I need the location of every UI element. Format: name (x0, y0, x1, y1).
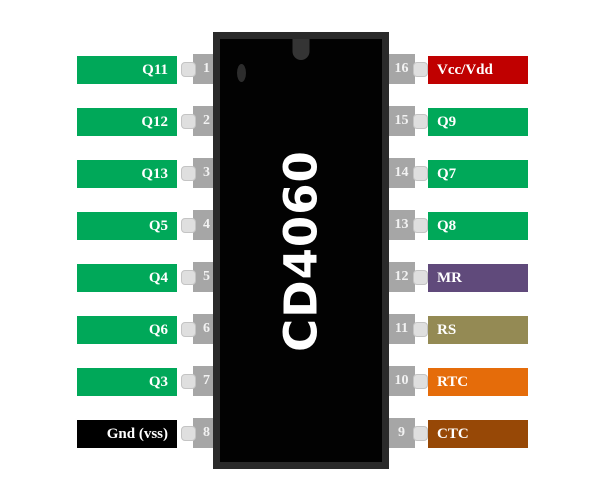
ic-body: CD4060 (213, 32, 389, 469)
pin-number-pad: 13 (388, 210, 415, 240)
pin-label: Q7 (428, 160, 528, 188)
pin-label: RS (428, 316, 528, 344)
pin-label: Q8 (428, 212, 528, 240)
pin-stub (181, 322, 196, 337)
pin-label: Q12 (77, 108, 177, 136)
pin-stub (413, 114, 428, 129)
pin-number-pad: 12 (388, 262, 415, 292)
pin-label: Q13 (77, 160, 177, 188)
pin-number-pad: 10 (388, 366, 415, 396)
pin-stub (413, 62, 428, 77)
pin-number-pad: 16 (388, 54, 415, 84)
pin-stub (181, 166, 196, 181)
pin-stub (181, 218, 196, 233)
pin-label: Q5 (77, 212, 177, 240)
pin-label: Q3 (77, 368, 177, 396)
pin-label: Q6 (77, 316, 177, 344)
pin-label: RTC (428, 368, 528, 396)
pin-number-pad: 11 (388, 314, 415, 344)
pin-label: MR (428, 264, 528, 292)
pin-number-pad: 9 (388, 418, 415, 448)
pin-stub (413, 166, 428, 181)
pin-label: Gnd (vss) (77, 420, 177, 448)
chip-name: CD4060 (274, 149, 328, 352)
pin1-indicator-icon (237, 64, 246, 82)
pin-stub (413, 218, 428, 233)
pin-label: Vcc/Vdd (428, 56, 528, 84)
pin-label: Q9 (428, 108, 528, 136)
pin-stub (413, 426, 428, 441)
pin-label: CTC (428, 420, 528, 448)
pin-stub (181, 426, 196, 441)
pin-stub (181, 114, 196, 129)
pin-stub (181, 62, 196, 77)
pin-number-pad: 14 (388, 158, 415, 188)
pin-label: Q4 (77, 264, 177, 292)
notch-icon (292, 39, 310, 60)
pin-stub (181, 374, 196, 389)
pin-stub (413, 270, 428, 285)
pin-stub (181, 270, 196, 285)
pin-stub (413, 322, 428, 337)
pin-label: Q11 (77, 56, 177, 84)
pin-stub (413, 374, 428, 389)
pin-number-pad: 15 (388, 106, 415, 136)
